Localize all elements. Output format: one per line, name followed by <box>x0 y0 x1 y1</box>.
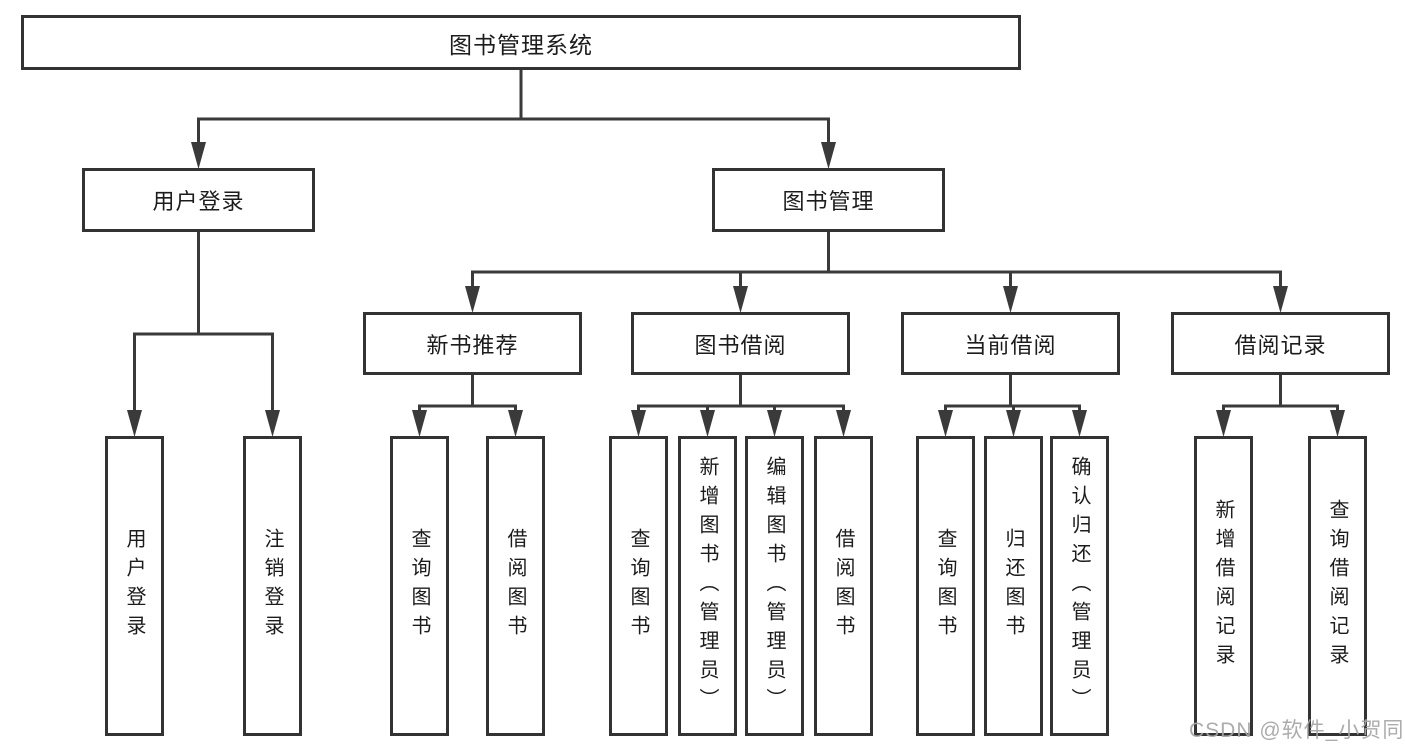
node-label: 借阅图书 <box>504 528 526 644</box>
node-book-management: 图书管理 <box>712 168 945 232</box>
node-query-borrow-record: 查询借阅记录 <box>1308 436 1367 736</box>
node-borrow-books-recommendation: 借阅图书 <box>486 436 545 736</box>
node-user-login: 用户登录 <box>82 168 315 232</box>
node-return-books: 归还图书 <box>984 436 1043 736</box>
node-label: 查询借阅记录 <box>1326 499 1348 673</box>
watermark: CSDN @软件_小贺同学 <box>1189 719 1405 742</box>
node-query-books-current: 查询图书 <box>916 436 975 736</box>
node-label: 新增图书（管理员） <box>696 455 718 717</box>
node-label: 归还图书 <box>1002 528 1024 644</box>
node-borrow-books-borrowing: 借阅图书 <box>814 436 873 736</box>
node-label: 确认归还（管理员） <box>1068 455 1090 717</box>
node-logout-leaf: 注销登录 <box>243 436 302 736</box>
node-user-login-leaf: 用户登录 <box>105 436 164 736</box>
node-label: 编辑图书（管理员） <box>763 455 785 717</box>
node-add-borrow-record: 新增借阅记录 <box>1194 436 1253 736</box>
node-book-borrowing: 图书借阅 <box>631 312 850 375</box>
node-query-books-recommendation: 查询图书 <box>390 436 449 736</box>
node-label: 查询图书 <box>627 528 649 644</box>
node-label: 用户登录 <box>123 528 145 644</box>
node-borrowing-records: 借阅记录 <box>1171 312 1390 375</box>
node-library-system: 图书管理系统 <box>21 15 1021 70</box>
node-label: 新增借阅记录 <box>1212 499 1234 673</box>
node-add-books-admin: 新增图书（管理员） <box>678 436 737 736</box>
node-query-books-borrowing: 查询图书 <box>609 436 668 736</box>
node-confirm-return-admin: 确认归还（管理员） <box>1050 436 1109 736</box>
node-new-book-recommendation: 新书推荐 <box>363 312 582 375</box>
node-label: 注销登录 <box>261 528 283 644</box>
node-label: 借阅图书 <box>832 528 854 644</box>
node-label: 查询图书 <box>408 528 430 644</box>
node-label: 查询图书 <box>934 528 956 644</box>
node-current-borrowing: 当前借阅 <box>901 312 1120 375</box>
node-edit-books-admin: 编辑图书（管理员） <box>745 436 804 736</box>
